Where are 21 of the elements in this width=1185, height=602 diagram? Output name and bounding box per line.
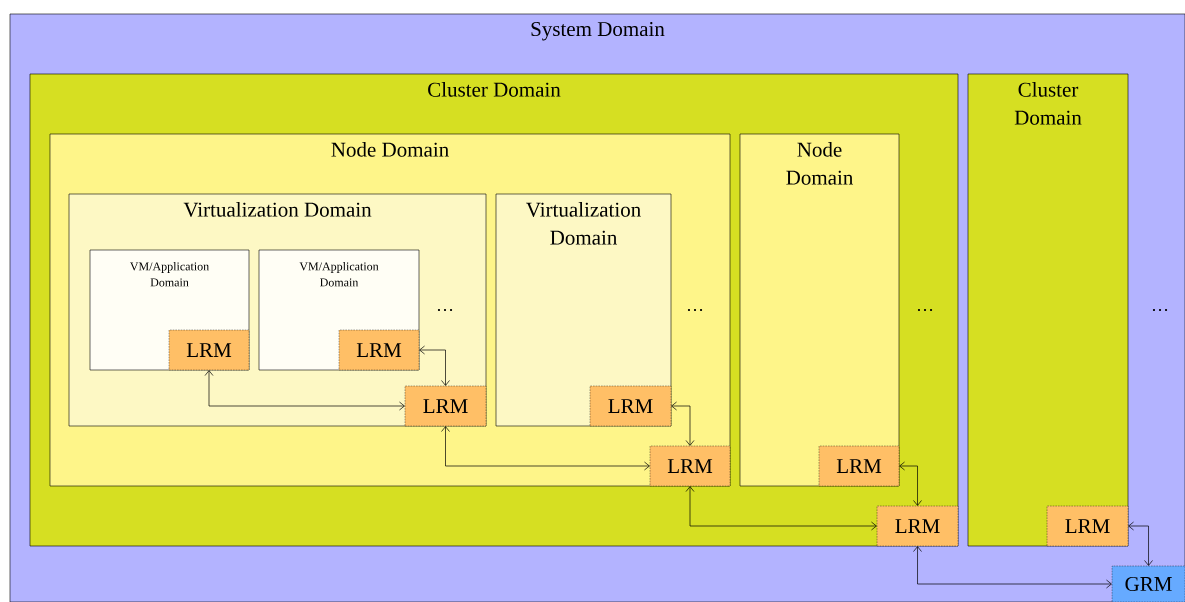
arrow [671,401,695,446]
ellipsis: … [917,308,933,312]
arrow [913,546,1112,589]
arrow [685,486,877,531]
manager-box: LRM [404,385,487,427]
arrow [419,345,450,386]
manager-box: GRM [1111,565,1185,602]
manager-box: LRM [589,385,672,427]
manager-box: LRM [649,445,731,487]
ellipsis: … [1152,308,1168,312]
arrow [899,461,922,506]
ellipsis: … [687,308,703,312]
manager-box: LRM [338,329,420,371]
manager-box: LRM [168,329,250,371]
manager-box: LRM [818,445,900,487]
arrow [441,426,650,471]
arrow [1128,521,1153,566]
ellipsis: … [437,308,453,312]
manager-box: LRM [876,505,959,547]
manager-box: LRM [1046,505,1129,547]
arrow [204,370,405,411]
